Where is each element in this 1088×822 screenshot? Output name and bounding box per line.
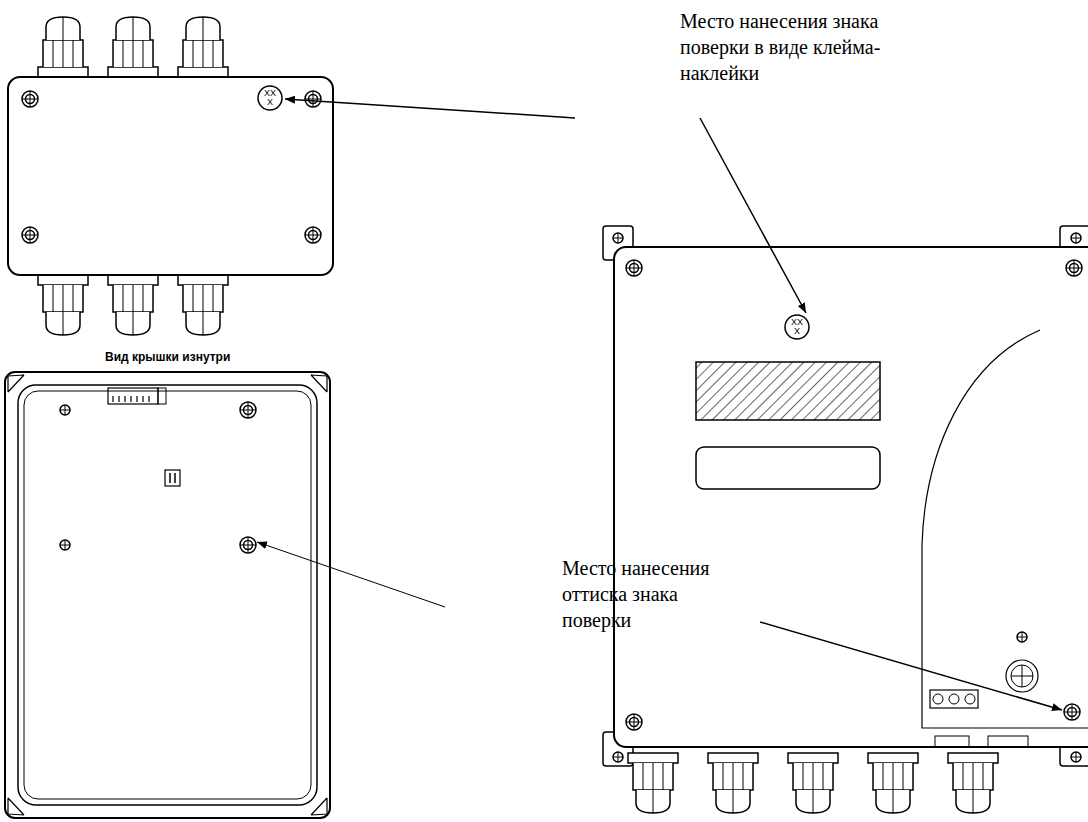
small-enclosure <box>8 17 333 335</box>
large-enclosure <box>603 226 1088 813</box>
callout-text: Место нанесения знака поверки в виде кле… <box>680 8 930 86</box>
verification-mark: XX X <box>790 318 804 336</box>
view-caption: Вид крышки изнутри <box>105 350 230 364</box>
verification-mark: XX X <box>263 89 277 107</box>
leader-lines <box>257 99 1062 710</box>
cover-inside-view <box>5 372 330 818</box>
callout-text: Место нанесения оттиска знака поверки <box>562 555 752 633</box>
